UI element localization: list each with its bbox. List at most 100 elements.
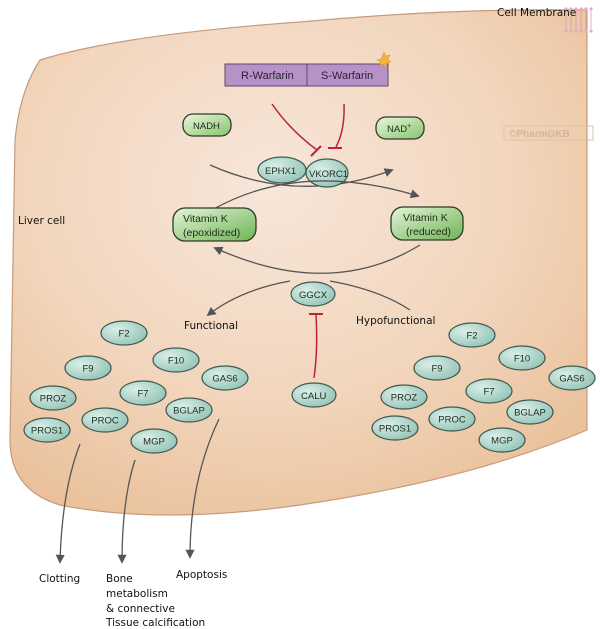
liver-cell-label: Liver cell (18, 215, 65, 227)
hypofunctional-label-f2: F2 (466, 331, 477, 342)
hypofunctional-node-proz (380, 384, 428, 410)
functional-node-proc (81, 407, 129, 433)
functional-label-f9: F9 (82, 364, 93, 375)
functional-label-bglap: BGLAP (173, 406, 205, 417)
membrane-lipid-head (574, 7, 578, 11)
hypofunctional-label-proz: PROZ (391, 393, 418, 404)
calu-label: CALU (301, 391, 326, 402)
functional-node-pros1 (23, 417, 71, 443)
functional-label-mgp: MGP (143, 437, 165, 448)
ggcx-to-hypofunctional-line (329, 280, 411, 311)
nad-plus-label: NAD+ (387, 123, 411, 135)
nad-plus-node (375, 116, 425, 140)
functional-label-pros1: PROS1 (31, 426, 63, 437)
functional-node-bglap (165, 397, 213, 423)
hypofunctional-node-bglap (506, 399, 554, 425)
membrane-lipid-head (564, 29, 568, 33)
vkorc1-label: VKORC1 (309, 169, 348, 180)
clotting-arrow (55, 443, 81, 564)
hypofunctional-node-f10 (498, 345, 546, 371)
apoptosis-arrow (185, 418, 220, 559)
functional-node-f2 (100, 320, 148, 346)
ggcx-to-functional-arrow (206, 280, 291, 317)
apoptosis-label: Apoptosis (176, 569, 227, 581)
hypofunctional-label-pros1: PROS1 (379, 424, 411, 435)
ggcx-node (290, 281, 336, 307)
membrane-lipid-head (564, 7, 568, 11)
vkorc1-node (305, 158, 349, 188)
reduced-to-epoxidized-arrow (213, 244, 421, 274)
hypofunctional-label-proc: PROC (438, 415, 466, 426)
membrane-lipid-head (569, 29, 573, 33)
functional-node-f9 (64, 355, 112, 381)
hypofunctional-label-mgp: MGP (491, 436, 513, 447)
functional-label-f7: F7 (137, 389, 148, 400)
vitamin-k-epoxidized-node (172, 207, 257, 242)
cell-membrane-label: Cell Membrane (497, 7, 576, 19)
bone-label-line4: Tissue calcification (105, 617, 205, 629)
functional-node-f10 (152, 347, 200, 373)
bone-label-line1: Bone (106, 573, 133, 585)
functional-label-gas6: GAS6 (212, 374, 237, 385)
functional-label: Functional (184, 320, 238, 332)
hypofunctional-node-f7 (465, 378, 513, 404)
functional-label-proz: PROZ (40, 394, 67, 405)
functional-node-gas6 (201, 365, 249, 391)
nadh-node (182, 113, 232, 137)
hypofunctional-node-f9 (413, 355, 461, 381)
s-warfarin-box (306, 63, 389, 87)
membrane-lipid-head (584, 7, 588, 11)
hypofunctional-label-gas6: GAS6 (559, 374, 584, 385)
calu-inhibition (313, 314, 318, 379)
star-icon (376, 51, 392, 68)
bone-label-line3: & connective (106, 603, 175, 615)
ggcx-label: GGCX (299, 290, 328, 301)
functional-label-f10: F10 (168, 356, 184, 367)
ephx1-label: EPHX1 (265, 166, 296, 177)
r-warfarin-inhibition (271, 103, 318, 151)
vitamin-k-epoxidized-line1: Vitamin K (183, 213, 228, 225)
vitamin-k-reduced-node (390, 206, 464, 241)
s-warfarin-inhibition (335, 103, 345, 148)
hypofunctional-node-proc (428, 406, 476, 432)
hypofunctional-node-pros1 (371, 415, 419, 441)
watermark: ©PharmGKB (509, 129, 570, 140)
hypofunctional-node-gas6 (548, 365, 596, 391)
hypofunctional-node-mgp (478, 427, 526, 453)
nadh-to-nad-arrow (209, 164, 394, 187)
membrane-lipid-head (589, 7, 593, 11)
hypofunctional-label-f9: F9 (431, 364, 442, 375)
vitamin-k-epoxidized-line2: (epoxidized) (183, 227, 240, 239)
bone-label-line2: metabolism (106, 588, 168, 600)
functional-node-f7 (119, 380, 167, 406)
bone-arrow (117, 459, 136, 564)
membrane-lipid-head (574, 29, 578, 33)
epoxidized-to-reduced-arrow (211, 180, 420, 211)
membrane-lipid-head (584, 29, 588, 33)
membrane-icon (564, 7, 593, 33)
calu-node (291, 382, 337, 408)
vitamin-k-reduced-line2: (reduced) (406, 226, 451, 238)
membrane-lipid-head (589, 29, 593, 33)
hypofunctional-label: Hypofunctional (356, 315, 435, 327)
s-warfarin-label: S-Warfarin (321, 70, 373, 82)
membrane-lipid-head (569, 7, 573, 11)
functional-label-f2: F2 (118, 329, 129, 340)
membrane-lipid-head (579, 29, 583, 33)
functional-node-mgp (130, 428, 178, 454)
watermark-box (503, 125, 594, 141)
r-warfarin-label: R-Warfarin (241, 70, 294, 82)
functional-label-proc: PROC (91, 416, 119, 427)
hypofunctional-label-f10: F10 (514, 354, 530, 365)
hypofunctional-label-f7: F7 (483, 387, 494, 398)
clotting-label: Clotting (39, 573, 80, 585)
nadh-label: NADH (193, 121, 220, 132)
vitamin-k-reduced-line1: Vitamin K (403, 212, 448, 224)
hypofunctional-label-bglap: BGLAP (514, 408, 546, 419)
functional-node-proz (29, 385, 77, 411)
hypofunctional-node-f2 (448, 322, 496, 348)
membrane-lipid-head (579, 7, 583, 11)
